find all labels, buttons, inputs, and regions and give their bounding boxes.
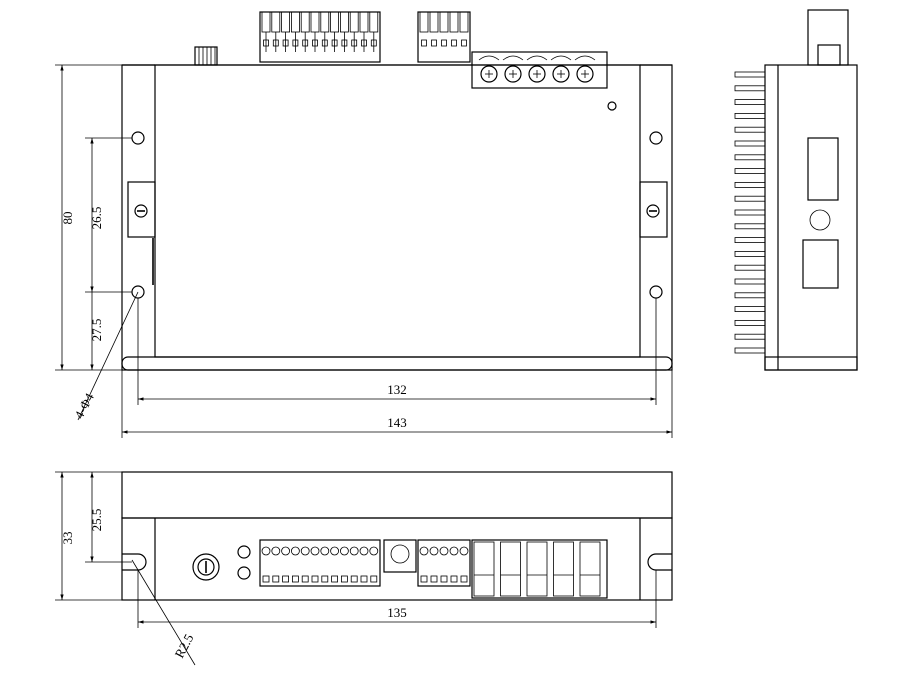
mount-hole-top-right [649,131,663,145]
front-dimensions: 80 26.5 27.5 4-Φ4 132 143 [55,64,673,438]
dim-slot-pitch-width: 135 [387,605,407,620]
mount-hole-top-left [131,131,145,145]
aux-connector-top [417,11,471,63]
signal-connector-top [259,11,381,63]
slot-right [647,553,672,571]
dim-front-height: 80 [60,212,75,225]
aux-connector-face [417,539,471,587]
slot-left [122,553,147,571]
bottom-housing [121,471,673,519]
dim-hole-pitch-width: 132 [387,382,407,397]
led-1-icon [237,545,251,559]
power-terminal-face [471,539,608,599]
power-terminal-top [471,51,608,89]
left-ear-tab [127,181,156,238]
right-ear-screw-icon [646,204,660,218]
dim-slot-radius: R2.5 [172,631,197,660]
front-view [121,11,673,371]
right-ear-tab [639,181,668,238]
bottom-view [121,471,673,601]
dim-hole-spacing-upper: 26.5 [89,207,104,230]
bottom-flange [121,356,673,371]
bottom-base-plate [121,517,673,601]
led-2-icon [237,566,251,580]
side-dial-icon [809,209,831,231]
dim-side-height: 33 [60,532,75,545]
mounting-plate [121,64,673,371]
signal-connector-face [259,539,381,587]
indicator-hole [607,101,617,111]
side-top-connector [807,9,849,66]
potentiometer-icon [192,553,220,581]
left-ear-screw-icon [134,204,148,218]
dip-dial [383,539,417,573]
side-connector-2 [802,239,839,289]
dim-hole-spacing-lower: 27.5 [89,319,104,342]
driver-body [154,64,641,358]
mount-hole-bottom-right [649,285,663,299]
side-connector-1 [807,137,839,201]
side-view [764,9,858,371]
dim-side-height-inner: 25.5 [89,509,104,532]
dim-hole-callout: 4-Φ4 [71,390,97,421]
side-body [764,64,858,371]
dim-overall-width: 143 [387,415,407,430]
potentiometer-knob-icon [194,46,218,66]
bottom-dimensions: 33 25.5 135 R2.5 [55,471,657,666]
